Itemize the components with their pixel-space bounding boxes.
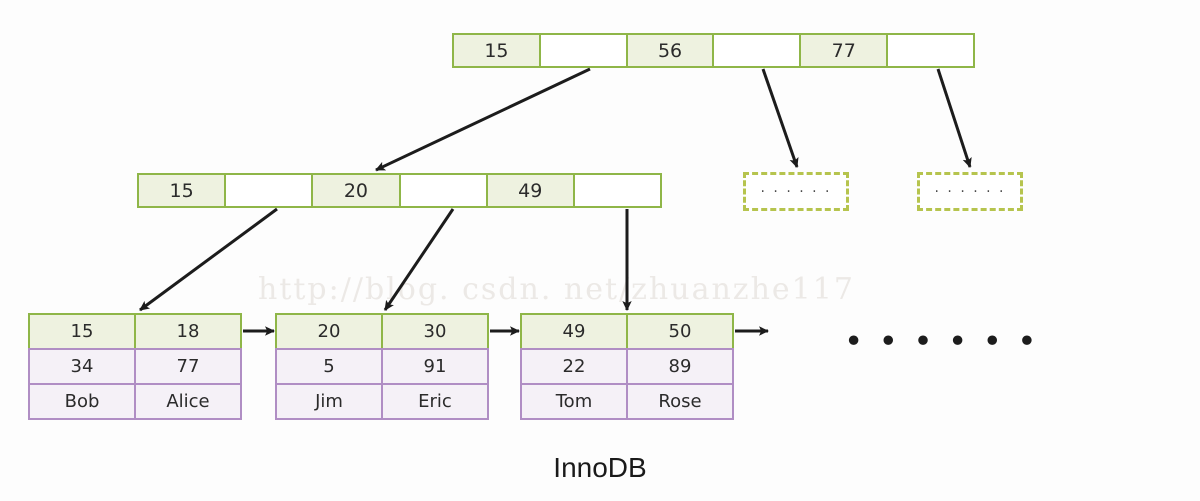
leaf-2-name-row: Jim Eric bbox=[275, 383, 489, 420]
leaf-2-key-0[interactable]: 20 bbox=[277, 315, 383, 348]
root-cell-key-2[interactable]: 77 bbox=[801, 35, 889, 66]
leaf-1-value-row: 34 77 bbox=[28, 348, 242, 383]
leaf-1-key-1[interactable]: 18 bbox=[136, 315, 240, 348]
root-cell-key-0[interactable]: 15 bbox=[454, 35, 541, 66]
leaf-1-key-0[interactable]: 15 bbox=[30, 315, 136, 348]
leaf-3-name-row: Tom Rose bbox=[520, 383, 734, 420]
leaf-3-name-1[interactable]: Rose bbox=[628, 385, 732, 418]
arrow-level2-to-leaf-1 bbox=[139, 207, 278, 312]
leaf-1-name-1[interactable]: Alice bbox=[136, 385, 240, 418]
root-cell-key-1[interactable]: 56 bbox=[627, 35, 715, 66]
leaf-2-value-0[interactable]: 5 bbox=[277, 350, 383, 383]
placeholder-ellipsis: · · · · · · bbox=[760, 183, 832, 200]
root-index-node[interactable]: 15 56 77 bbox=[452, 33, 975, 68]
placeholder-node-2[interactable]: · · · · · · bbox=[917, 172, 1023, 211]
diagram-caption: InnoDB bbox=[553, 452, 647, 483]
leaf-2-value-1[interactable]: 91 bbox=[383, 350, 487, 383]
root-cell-pointer-1[interactable] bbox=[714, 35, 802, 66]
arrow-root-to-placeholder-2 bbox=[936, 68, 972, 168]
leaf-2-key-row: 20 30 bbox=[275, 313, 489, 348]
root-cell-pointer-2[interactable] bbox=[888, 35, 973, 66]
leaf-2-value-row: 5 91 bbox=[275, 348, 489, 383]
watermark-text: http://blog. csdn. net/zhuanzhe117 bbox=[258, 272, 855, 307]
level2-cell-key-2[interactable]: 49 bbox=[487, 175, 575, 206]
placeholder-ellipsis: · · · · · · bbox=[934, 183, 1006, 200]
leaf-node-1[interactable]: 15 18 34 77 Bob Alice bbox=[28, 313, 242, 420]
arrow-root-to-placeholder-1 bbox=[761, 68, 799, 168]
leaf-3-name-0[interactable]: Tom bbox=[522, 385, 628, 418]
leaf-3-value-row: 22 89 bbox=[520, 348, 734, 383]
leaf-chain-ellipsis: • • • • • • bbox=[845, 326, 1040, 357]
leaf-3-value-1[interactable]: 89 bbox=[628, 350, 732, 383]
leaf-node-2[interactable]: 20 30 5 91 Jim Eric bbox=[275, 313, 489, 420]
level2-cell-key-0[interactable]: 15 bbox=[139, 175, 227, 206]
leaf-2-name-1[interactable]: Eric bbox=[383, 385, 487, 418]
leaf-1-name-0[interactable]: Bob bbox=[30, 385, 136, 418]
leaf-1-value-0[interactable]: 34 bbox=[30, 350, 136, 383]
leaf-1-value-1[interactable]: 77 bbox=[136, 350, 240, 383]
root-cell-pointer-0[interactable] bbox=[540, 35, 628, 66]
level2-cell-pointer-0[interactable] bbox=[226, 175, 314, 206]
leaf-3-value-0[interactable]: 22 bbox=[522, 350, 628, 383]
level2-cell-pointer-2[interactable] bbox=[574, 175, 661, 206]
leaf-3-key-row: 49 50 bbox=[520, 313, 734, 348]
placeholder-node-1[interactable]: · · · · · · bbox=[743, 172, 849, 211]
arrow-root-to-level2 bbox=[375, 67, 591, 172]
leaf-1-name-row: Bob Alice bbox=[28, 383, 242, 420]
level2-cell-key-1[interactable]: 20 bbox=[313, 175, 401, 206]
leaf-node-3[interactable]: 49 50 22 89 Tom Rose bbox=[520, 313, 734, 420]
leaf-2-name-0[interactable]: Jim bbox=[277, 385, 383, 418]
level2-cell-pointer-1[interactable] bbox=[400, 175, 488, 206]
level2-index-node[interactable]: 15 20 49 bbox=[137, 173, 662, 208]
leaf-3-key-1[interactable]: 50 bbox=[628, 315, 732, 348]
leaf-3-key-0[interactable]: 49 bbox=[522, 315, 628, 348]
leaf-1-key-row: 15 18 bbox=[28, 313, 242, 348]
leaf-2-key-1[interactable]: 30 bbox=[383, 315, 487, 348]
